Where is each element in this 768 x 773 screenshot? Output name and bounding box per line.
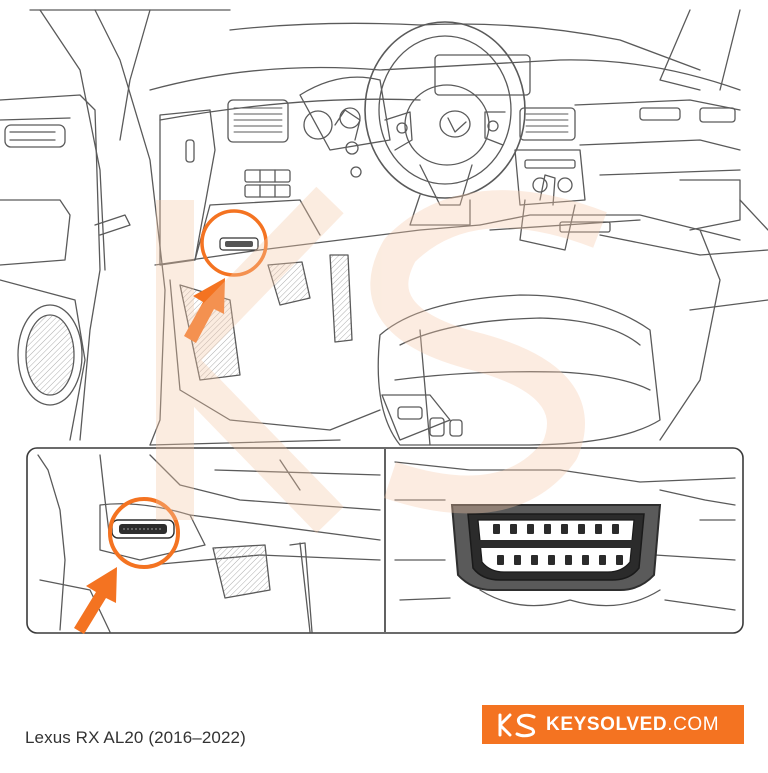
main-highlight-circle <box>200 209 268 277</box>
detail-left-inset <box>37 454 381 633</box>
main-view <box>0 9 768 446</box>
brand-tld: .COM <box>667 714 720 735</box>
obd-connector <box>450 504 662 591</box>
brand-banner: KEYSOLVED.COM <box>482 705 744 744</box>
detail-pointer-arrow <box>74 567 117 634</box>
main-pointer-arrow <box>184 278 225 343</box>
keysolved-logo-icon <box>498 713 536 738</box>
brand-name: KEYSOLVED <box>546 714 668 735</box>
detail-highlight-circle <box>108 497 180 569</box>
caption-vehicle-model: Lexus RX AL20 (2016–2022) <box>25 728 246 747</box>
detail-left-obd <box>74 497 180 634</box>
detail-right-inset <box>394 461 736 611</box>
main-obd-highlight <box>184 209 268 343</box>
brand-wordmark: KEYSOLVED.COM <box>546 714 719 736</box>
